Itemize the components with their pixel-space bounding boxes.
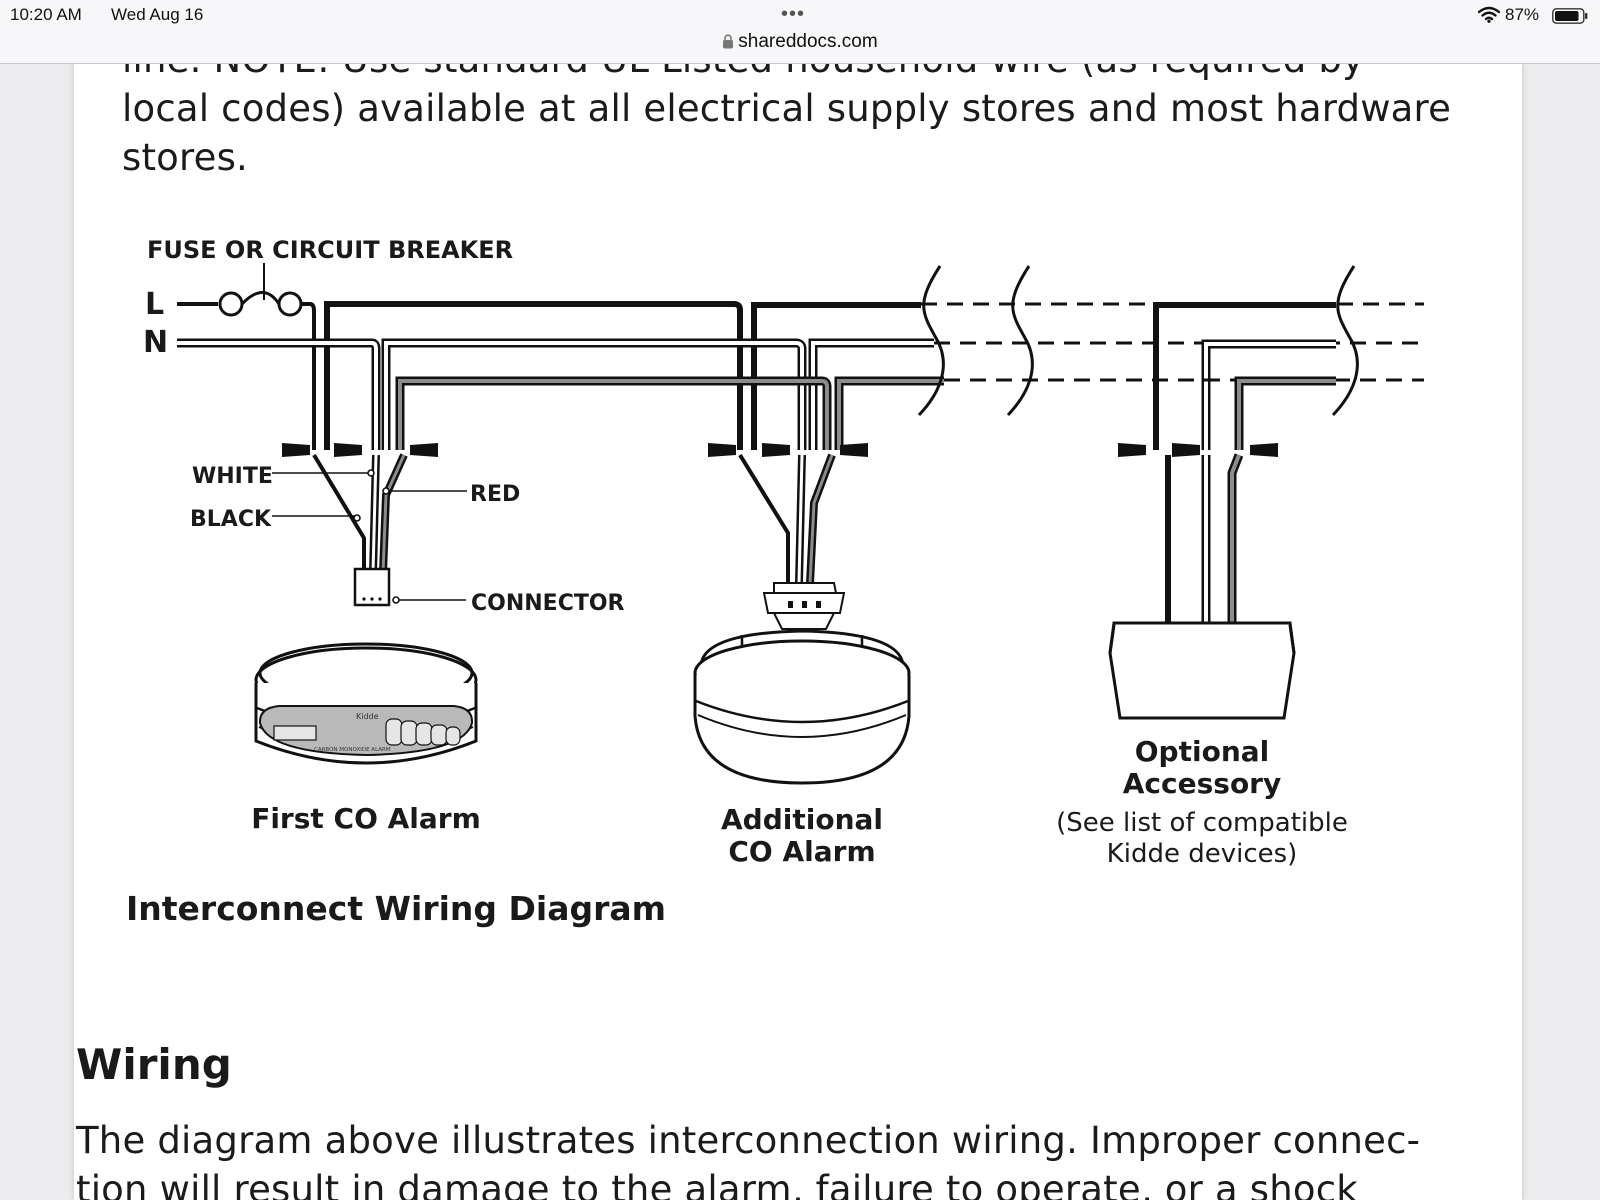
optional-accessory-caption: Accessory bbox=[1123, 767, 1281, 800]
optional-accessory-caption: Optional bbox=[1135, 735, 1270, 768]
white-wire-label: WHITE bbox=[192, 464, 273, 489]
first-alarm-pigtail bbox=[312, 453, 408, 607]
address-url: shareddocs.com bbox=[738, 31, 878, 52]
lock-icon bbox=[723, 34, 734, 49]
intro-text-line: local codes) available at all electrical… bbox=[122, 87, 1452, 130]
status-time: 10:20 AM bbox=[10, 5, 82, 24]
device-caption-print: CARBON MONOXIDE ALARM bbox=[314, 747, 391, 753]
document-page: line. NOTE: Use standard UL Listed house… bbox=[74, 63, 1522, 1200]
wire-break-marks bbox=[917, 265, 1359, 417]
intro-text-line: line. NOTE: Use standard UL Listed house… bbox=[122, 63, 1364, 84]
fuse-icon bbox=[218, 291, 244, 317]
interconnect-wire bbox=[395, 376, 1424, 450]
address-bar[interactable]: shareddocs.com bbox=[0, 31, 1600, 53]
neutral-terminal-label: N bbox=[143, 325, 168, 360]
wifi-icon bbox=[1478, 6, 1500, 23]
line-terminal-label: L bbox=[145, 287, 164, 322]
label-leaders bbox=[272, 469, 467, 604]
black-wire-label: BLACK bbox=[190, 507, 272, 532]
line-wire bbox=[177, 291, 1424, 450]
first-co-alarm-device: Kidde CARBON MONOXIDE ALARM bbox=[254, 642, 478, 765]
red-wire-label: RED bbox=[470, 482, 520, 507]
additional-alarm-pigtail bbox=[738, 453, 846, 630]
status-bar: 10:20 AM Wed Aug 16 ••• 87% shareddocs.c… bbox=[0, 0, 1600, 64]
accessory-note: (See list of compatible bbox=[1056, 808, 1348, 838]
device-brand-logo: Kidde bbox=[356, 712, 379, 721]
accessory-note: Kidde devices) bbox=[1107, 839, 1298, 869]
fuse-label: FUSE OR CIRCUIT BREAKER bbox=[147, 236, 513, 264]
intro-text-line: stores. bbox=[122, 136, 249, 179]
interconnect-wiring-diagram: FUSE OR CIRCUIT BREAKER L N bbox=[126, 236, 1424, 928]
connector-label: CONNECTOR bbox=[471, 591, 625, 616]
battery-icon bbox=[1552, 8, 1588, 24]
first-co-alarm-caption: First CO Alarm bbox=[251, 802, 481, 835]
wiring-text-line: The diagram above illustrates interconne… bbox=[76, 1119, 1421, 1162]
wiring-heading: Wiring bbox=[76, 1040, 232, 1089]
diagram-title: Interconnect Wiring Diagram bbox=[126, 889, 666, 928]
additional-co-alarm-device bbox=[693, 629, 911, 785]
wire-nuts bbox=[282, 443, 1278, 457]
more-options-dots[interactable]: ••• bbox=[781, 3, 806, 25]
optional-accessory-device bbox=[1108, 453, 1296, 720]
battery-percentage: 87% bbox=[1505, 5, 1540, 24]
status-date: Wed Aug 16 bbox=[111, 5, 204, 24]
additional-co-alarm-caption: Additional bbox=[721, 803, 883, 836]
neutral-wire bbox=[177, 338, 1424, 450]
additional-co-alarm-caption: CO Alarm bbox=[728, 835, 875, 868]
wiring-text-line: tion will result in damage to the alarm,… bbox=[76, 1168, 1358, 1200]
